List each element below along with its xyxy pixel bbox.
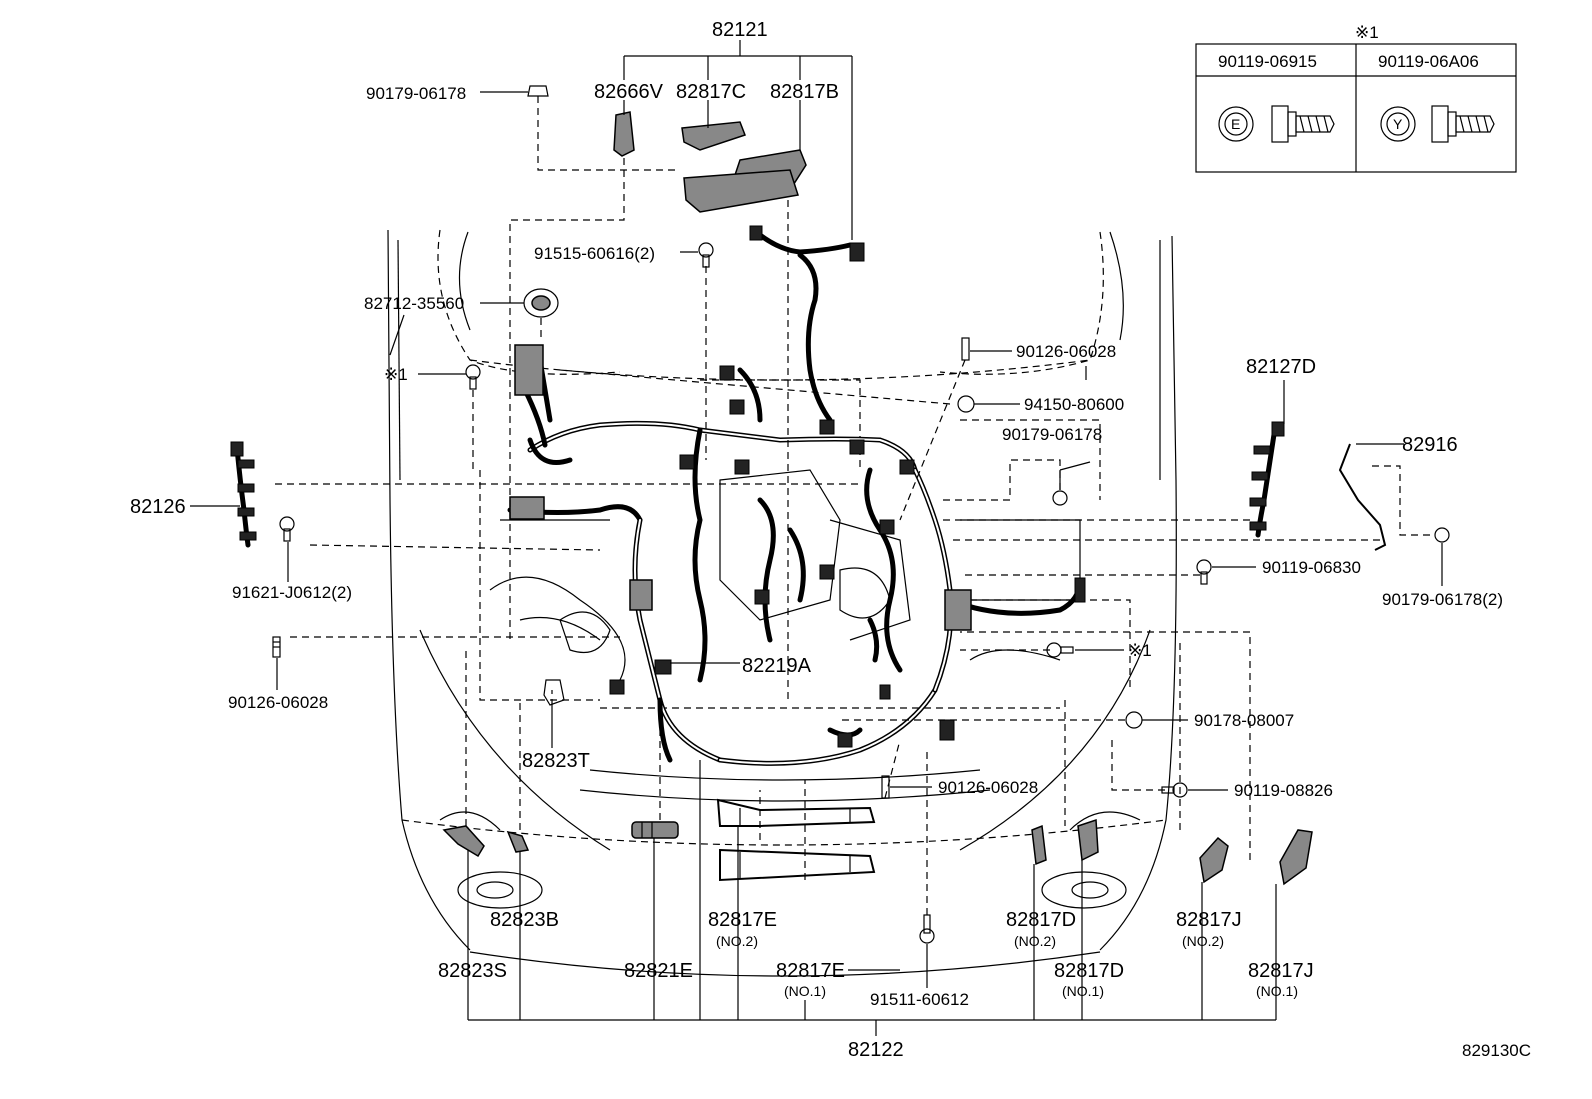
drawing-code: 829130C (1462, 1041, 1531, 1060)
label-90179-2: 90179-06178(2) (1382, 590, 1503, 609)
bolt-e-icon: E (1218, 105, 1335, 143)
label-82127d: 82127D (1246, 356, 1316, 378)
label-82817j-no1: 82817J (1248, 960, 1314, 982)
part-82127d (1249, 421, 1285, 538)
label-82121: 82121 (712, 19, 768, 41)
label-90126-mid: 90126-06028 (938, 778, 1038, 797)
label-82817d-no2-sub: (NO.2) (1014, 933, 1056, 949)
part-82817d-no1 (1077, 818, 1099, 862)
main-harness (507, 232, 1083, 766)
label-90179-06178-top: 90179-06178 (366, 84, 466, 103)
legend-note-mark: ※1 (1355, 23, 1379, 42)
bolt-91515 (698, 242, 714, 268)
label-82817e-no1-sub: (NO.1) (784, 983, 826, 999)
part-grommet-82712 (523, 288, 559, 318)
label-82219a: 82219A (742, 655, 812, 677)
label-82817b: 82817B (770, 81, 839, 103)
label-90119-08826: 90119-08826 (1234, 781, 1333, 800)
label-82817d-no1-sub: (NO.1) (1062, 983, 1104, 999)
part-82126 (230, 441, 257, 548)
bolt-ref1-left (465, 364, 481, 390)
part-82823t (543, 679, 565, 706)
bolt-91511 (919, 914, 935, 944)
reference-lines (275, 96, 1430, 915)
legend-col2-part: 90119-06A06 (1378, 52, 1479, 71)
label-91511: 91511-60612 (870, 990, 969, 1009)
harness-connectors (509, 225, 1086, 748)
bolt-91621 (279, 516, 295, 542)
stud-90126-left (272, 636, 281, 658)
legend-col1-part: 90119-06915 (1218, 52, 1317, 71)
stud-90126-top (961, 337, 970, 361)
part-82817c (681, 121, 746, 151)
label-ref1-mid: ※1 (1128, 641, 1152, 660)
label-ref1-left: ※1 (384, 365, 408, 384)
bolt-90119-06830 (1196, 559, 1212, 585)
label-94150: 94150-80600 (1024, 395, 1124, 414)
label-82817j-no1-sub: (NO.1) (1256, 983, 1298, 999)
clip-90179-2 (1434, 527, 1450, 543)
legend-table: ※1 90119-06915 90119-06A06 E Y (1195, 23, 1517, 173)
label-91515: 91515-60616(2) (534, 244, 655, 263)
part-82817e-no2 (716, 798, 876, 827)
label-90178: 90178-08007 (1194, 711, 1294, 730)
clip-90179-mid (1052, 490, 1068, 506)
label-82823b: 82823B (490, 909, 559, 931)
part-82916 (1338, 443, 1387, 551)
part-82823b (506, 830, 530, 853)
label-82916: 82916 (1402, 434, 1458, 456)
part-82666v (613, 111, 635, 157)
label-82712: 82712-35560 (364, 294, 464, 313)
label-90179-mid: 90179-06178 (1002, 425, 1102, 444)
part-82817e-no1 (719, 848, 876, 882)
label-82666v: 82666V (594, 81, 664, 103)
bolt-ref1-mid (1046, 642, 1074, 658)
part-82817j-no2 (1199, 836, 1229, 884)
part-82817d-no2 (1031, 824, 1047, 866)
label-82823t: 82823T (522, 750, 590, 772)
leader-lines (190, 40, 1443, 1036)
label-82817e-no1: 82817E (776, 960, 845, 982)
label-82126: 82126 (130, 496, 186, 518)
label-90119-06830: 90119-06830 (1262, 558, 1361, 577)
label-82817d-no1: 82817D (1054, 960, 1124, 982)
label-82817j-no2: 82817J (1176, 909, 1242, 931)
label-82817d-no2: 82817D (1006, 909, 1076, 931)
bolt-90179-06178-top (527, 85, 549, 97)
part-82817j-no1 (1279, 829, 1313, 886)
part-bracket-assembly (683, 169, 799, 213)
label-82823s: 82823S (438, 960, 507, 982)
bolt-y-letter: Y (1393, 116, 1403, 132)
clip-90178 (1125, 711, 1143, 729)
label-82821e: 82821E (624, 960, 693, 982)
label-90126-top: 90126-06028 (1016, 342, 1116, 361)
label-82817j-no2-sub: (NO.2) (1182, 933, 1224, 949)
bolt-y-icon: Y (1380, 105, 1495, 143)
label-90126-left: 90126-06028 (228, 693, 328, 712)
engine-bay (479, 379, 1131, 701)
nut-94150 (957, 395, 975, 413)
part-labels: 82121 82666V 82817C 82817B 90179-06178 9… (130, 19, 1531, 1061)
part-82821e (631, 821, 679, 839)
bolt-e-letter: E (1231, 116, 1240, 132)
label-82817e-no2-sub: (NO.2) (716, 933, 758, 949)
label-82817c: 82817C (676, 81, 746, 103)
label-82122: 82122 (848, 1039, 904, 1061)
bolt-90119-08826 (1161, 782, 1188, 798)
part-82823s (442, 825, 485, 858)
label-82817e-no2: 82817E (708, 909, 777, 931)
label-91621: 91621-J0612(2) (232, 583, 352, 602)
